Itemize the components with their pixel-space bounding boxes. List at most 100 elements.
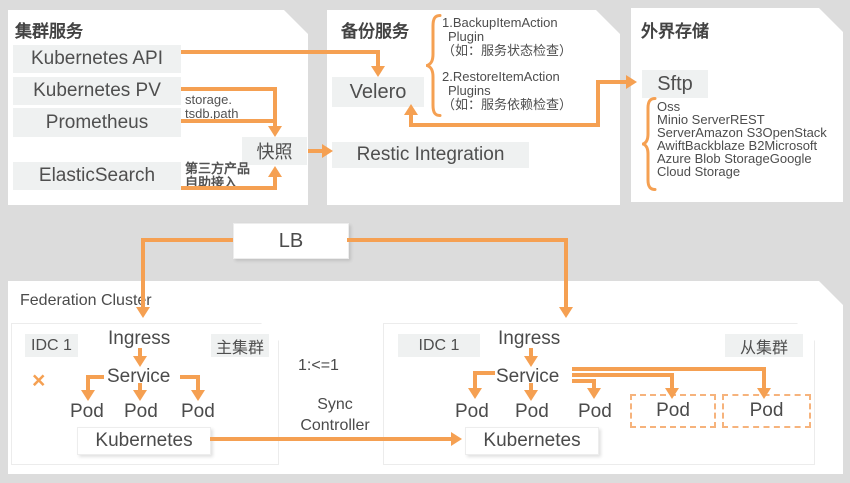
cross-mark: × (32, 367, 46, 393)
sync-controller-hline (210, 437, 451, 441)
primary-service-pod1-vline (86, 375, 90, 390)
secondary-service-pod5-vline (762, 367, 766, 388)
arrow-to-snapshot-vline (273, 87, 277, 126)
primary-pod-2: Pod (124, 401, 158, 422)
snapshot-box: 快照 (242, 137, 307, 165)
primary-pod-3: Pod (181, 401, 215, 422)
provider-item: Oss (657, 99, 681, 114)
arrow-elasticsearch-hline (181, 186, 277, 190)
storage-tsdb-note: storage. tsdb.path (185, 93, 239, 121)
provider-item: AwiftBackblaze B2Microsoft (657, 138, 818, 153)
sync-controller-line1: Sync (317, 396, 353, 413)
primary-service-pod2-vline (138, 383, 142, 390)
storage-note-line1: storage. (185, 92, 232, 107)
service-prometheus: Prometheus (13, 108, 181, 137)
arrow-api-to-velero-vline (376, 52, 380, 66)
arrowhead-secondary-pod5 (757, 388, 771, 399)
secondary-pod-1: Pod (455, 401, 489, 422)
secondary-pod-3: Pod (578, 401, 612, 422)
arrow-to-sftp-hline2 (596, 80, 626, 84)
secondary-service-pod3-vline (592, 379, 596, 388)
primary-service-pod1-hline (86, 375, 104, 379)
federation-cluster-title: Federation Cluster (20, 292, 152, 309)
arrowhead-into-sftp (626, 75, 637, 89)
secondary-pod-dashed-2: Pod (722, 394, 811, 428)
panel-backup-services (327, 10, 620, 205)
primary-role-box: 主集群 (211, 334, 269, 357)
arrowhead-secondary-pod2 (524, 390, 538, 401)
backup-services-title: 备份服务 (341, 22, 409, 41)
arrow-snapshot-to-restic (308, 149, 322, 153)
primary-service-pod3-hline (180, 375, 200, 379)
lb-left-hline (141, 238, 233, 242)
arrowhead-into-snapshot-top (268, 126, 282, 137)
plugins-note: 1.BackupItemAction Plugin （如：服务状态检查） 2.R… (442, 16, 572, 112)
arrowhead-secondary-pod1 (468, 388, 482, 399)
lb-right-vline (564, 238, 568, 307)
arrowhead-primary-pod2 (133, 390, 147, 401)
arrowhead-into-snapshot-bottom (268, 166, 282, 177)
secondary-service-pod4-vline (670, 373, 674, 388)
service-kubernetes-api: Kubernetes API (13, 45, 181, 73)
arrowhead-into-velero-bottom (404, 104, 418, 115)
arrowhead-into-velero-top (371, 66, 385, 77)
arrowhead-into-secondary-kubernetes (451, 432, 462, 446)
arrow-prometheus-hline (181, 119, 277, 123)
lb-left-vline (141, 238, 145, 307)
primary-service-label: Service (107, 366, 171, 387)
restic-integration-box: Restic Integration (332, 142, 529, 168)
secondary-service-pod1-hline (473, 371, 495, 375)
providers-list: Oss Minio ServerREST ServerAmazon S3Open… (657, 100, 827, 178)
secondary-ingress-label: Ingress (498, 328, 561, 349)
plugin-line: Plugin (448, 29, 485, 44)
sftp-box: Sftp (642, 70, 708, 98)
provider-item: Azure Blob StorageGoogle (657, 151, 812, 166)
primary-ingress-service-vline (138, 348, 142, 356)
secondary-service-label: Service (496, 366, 560, 387)
primary-kubernetes-box: Kubernetes (77, 427, 211, 455)
plugin-line: 2.RestoreItemAction (442, 69, 560, 84)
provider-item: Cloud Storage (657, 164, 741, 179)
secondary-role-box: 从集群 (725, 334, 803, 357)
secondary-pod-2: Pod (515, 401, 549, 422)
plugin-line: （如：服务依赖检查） (442, 97, 573, 112)
plugin-line: 1.BackupItemAction (442, 15, 558, 30)
secondary-service-pod5-hline (572, 367, 766, 371)
arrow-to-sftp-vline (596, 80, 600, 127)
storage-note-line2: tsdb.path (185, 106, 239, 121)
primary-pod-1: Pod (70, 401, 104, 422)
arrowhead-primary-service (133, 356, 147, 367)
lb-right-hline (347, 238, 568, 242)
lb-box: LB (233, 223, 349, 259)
secondary-idc-box: IDC 1 (398, 334, 480, 357)
secondary-service-pod3-hline (572, 379, 596, 383)
arrowhead-into-restic (322, 144, 333, 158)
sync-controller-line2: Controller (300, 417, 370, 434)
arrowhead-secondary-pod3 (587, 388, 601, 399)
providers-brace (642, 97, 657, 191)
arrowhead-lb-to-primary-ingress (136, 307, 150, 318)
arrow-restic-to-velero-vline (409, 114, 413, 127)
arrow-pv-hline (181, 87, 277, 91)
arrowhead-primary-pod1 (81, 390, 95, 401)
arrow-api-to-velero-hline (181, 50, 380, 54)
sync-controller-label: Sync Controller (282, 394, 388, 436)
cluster-services-title: 集群服务 (15, 22, 83, 41)
arrow-elasticsearch-vline (273, 177, 277, 190)
arrowhead-secondary-service (524, 356, 538, 367)
service-elasticsearch: ElasticSearch (13, 162, 181, 190)
plugin-line: （如：服务状态检查） (442, 43, 573, 58)
primary-service-pod3-vline (196, 375, 200, 390)
secondary-service-pod4-hline (572, 373, 674, 377)
arrowhead-lb-to-secondary-ingress (559, 307, 573, 318)
secondary-ingress-service-vline (529, 348, 533, 356)
secondary-service-pod2-vline (529, 383, 533, 390)
external-storage-title: 外界存储 (641, 22, 709, 41)
primary-ingress-label: Ingress (108, 328, 171, 349)
panel-external-storage (631, 8, 843, 202)
arrowhead-secondary-pod4 (665, 388, 679, 399)
primary-idc-box: IDC 1 (25, 334, 78, 357)
provider-item: ServerAmazon S3OpenStack (657, 125, 827, 140)
plugin-line: Plugins (448, 83, 491, 98)
